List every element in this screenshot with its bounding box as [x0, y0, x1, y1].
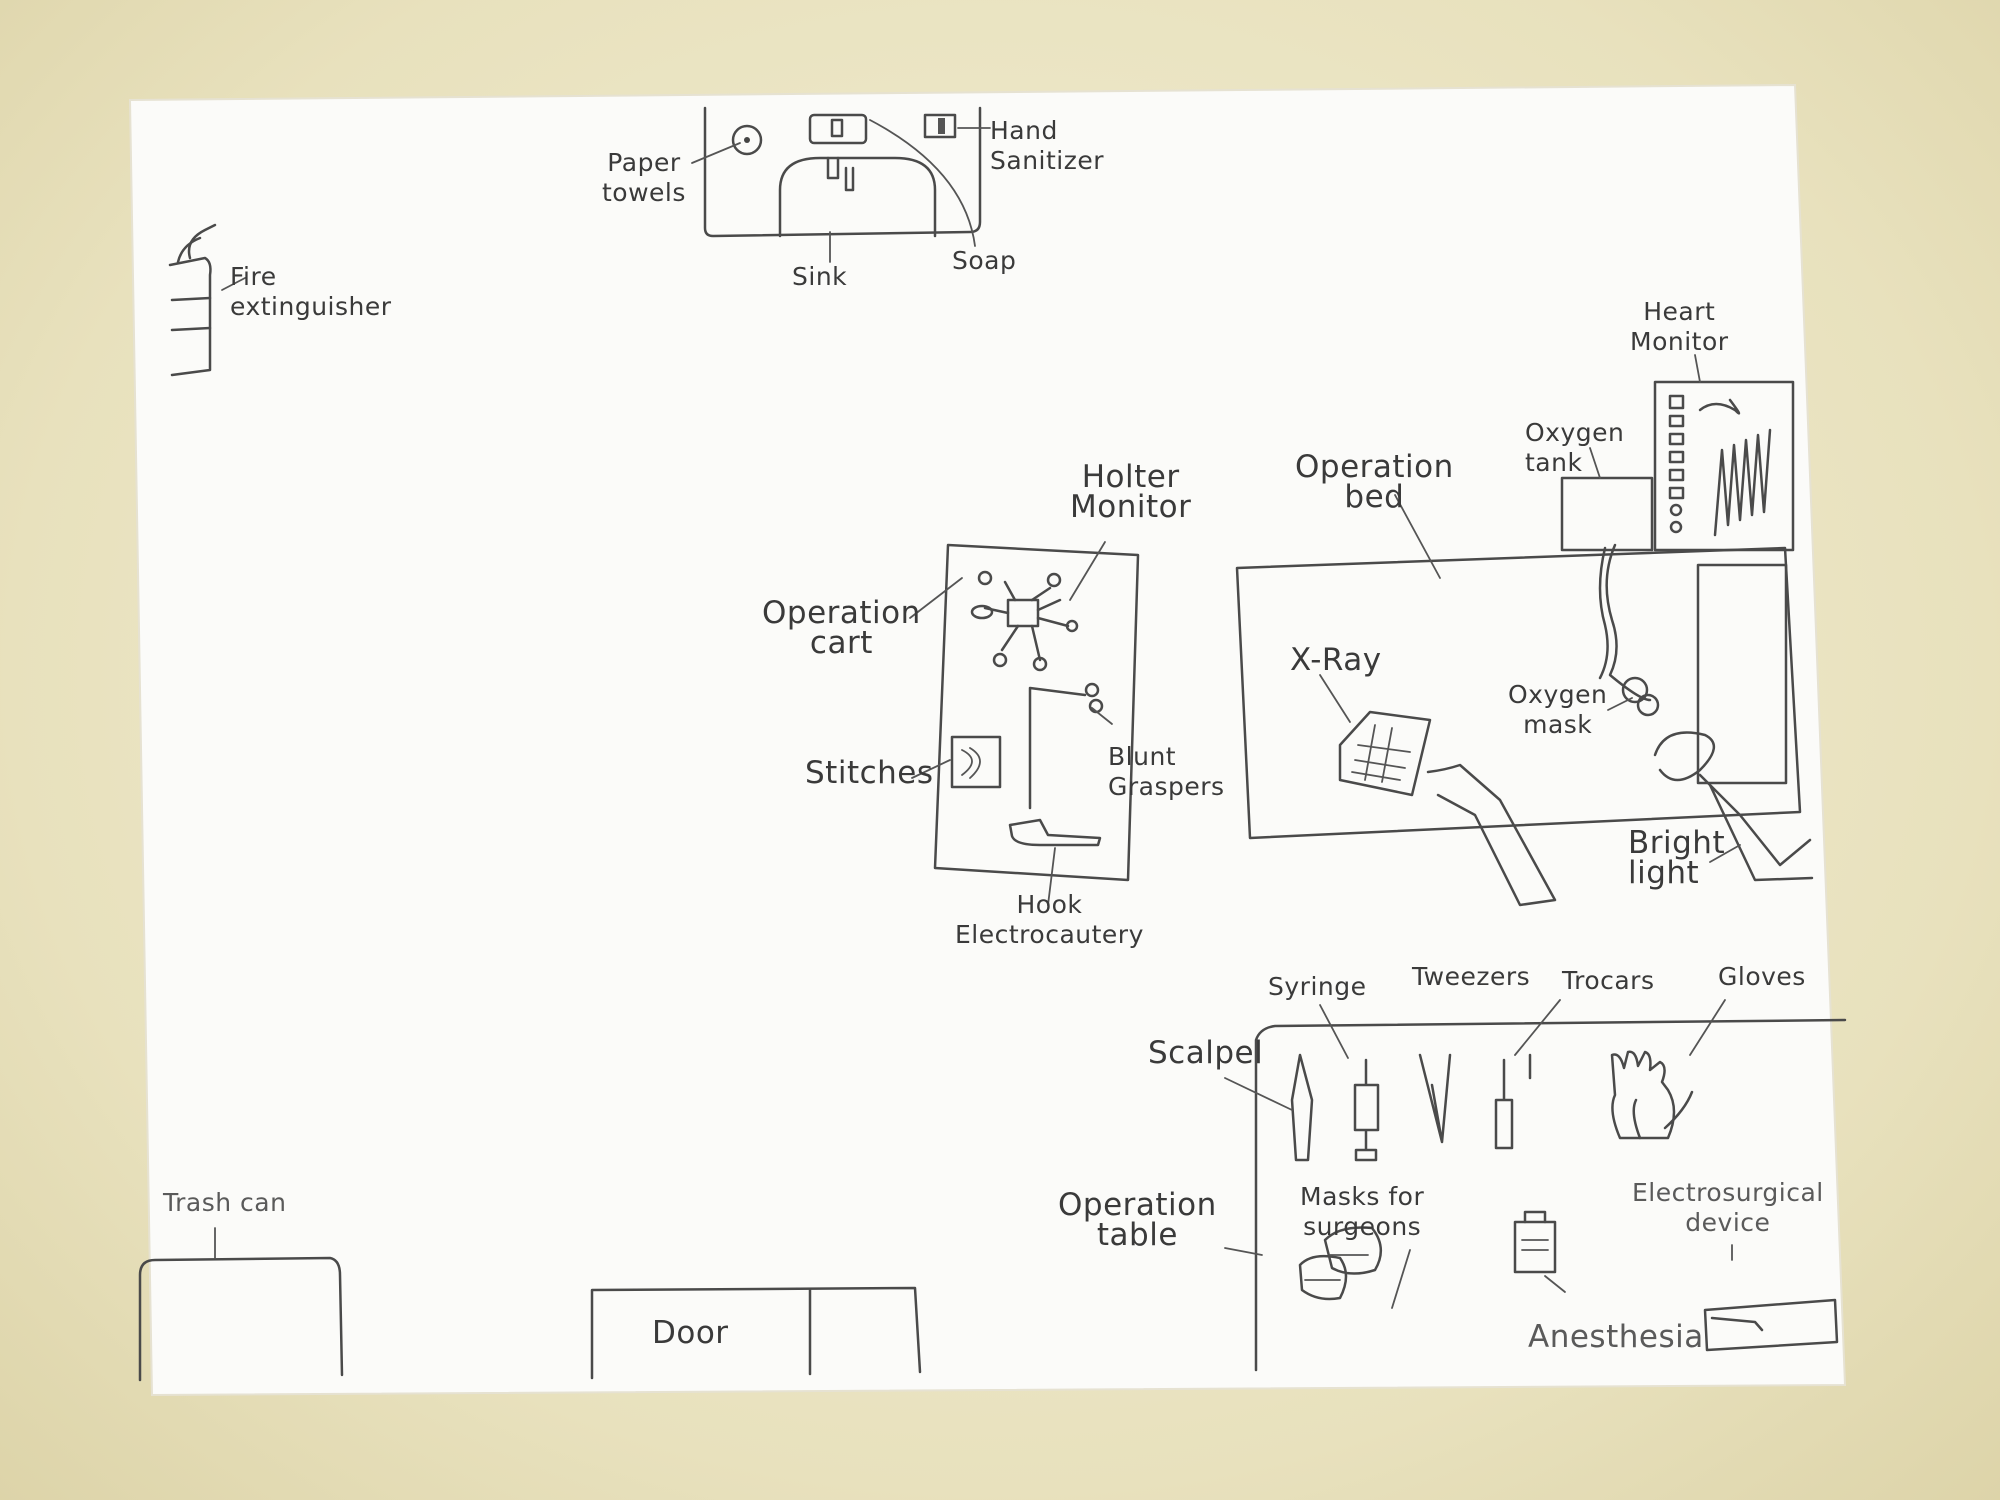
hand-sanitizer-box [923, 113, 957, 139]
label-stitches: Stitches [805, 755, 934, 791]
label-gloves: Gloves [1718, 962, 1806, 991]
sink-station-drawing [703, 106, 982, 238]
label-door: Door [652, 1315, 729, 1351]
label-operation-cart: Operation cart [762, 595, 921, 661]
blunt-graspers-tool [1028, 686, 1087, 810]
label-blunt-graspers: Blunt Graspers [1108, 742, 1225, 801]
paper-sheet [128, 83, 1847, 1397]
syringe-tool [1353, 1058, 1380, 1162]
electrosurgical-device-drawing [1703, 1298, 1839, 1352]
label-paper-towels: Paper towels [602, 148, 686, 207]
operation-bed-drawing [1235, 543, 1814, 907]
surgeon-masks-drawing [1298, 1226, 1382, 1301]
soap-dispenser [808, 113, 868, 145]
door-drawing [590, 1286, 922, 1380]
label-leader-lines [214, 119, 1741, 1309]
label-trash-can: Trash can [163, 1188, 287, 1217]
scalpel-tool [1290, 1053, 1314, 1162]
label-holter-monitor: Holter Monitor [1070, 459, 1192, 525]
stitches-pack [950, 735, 1002, 789]
label-bright-light: Bright light [1628, 825, 1726, 891]
label-syringe: Syringe [1268, 972, 1367, 1001]
label-hook-electrocautery: Hook Electrocautery [955, 890, 1144, 949]
operation-table-drawing [1254, 1018, 1847, 1372]
sink-basin [778, 156, 937, 238]
hook-electrocautery-tool [1008, 818, 1102, 847]
bright-light [1653, 731, 1715, 782]
label-tweezers: Tweezers [1412, 962, 1531, 991]
fire-extinguisher-drawing [168, 223, 217, 377]
label-anesthesia: Anesthesia [1528, 1319, 1704, 1355]
operation-cart-drawing [933, 543, 1140, 882]
label-heart-monitor: Heart Monitor [1630, 297, 1729, 356]
label-scalpel: Scalpel [1148, 1035, 1264, 1071]
label-x-ray: X-Ray [1290, 642, 1382, 678]
x-ray-machine [1338, 710, 1432, 797]
anesthesia-bottle [1513, 1220, 1557, 1274]
label-hand-sanitizer: Hand Sanitizer [990, 116, 1105, 175]
paper-towel-roll [731, 124, 763, 156]
label-oxygen-tank: Oxygen tank [1525, 418, 1625, 477]
label-operation-table: Operation table [1058, 1187, 1217, 1253]
label-trocars: Trocars [1562, 966, 1655, 995]
label-electrosurgical-device: Electrosurgical device [1632, 1178, 1824, 1237]
tweezers-tool [1418, 1053, 1452, 1144]
trash-can-drawing [138, 1256, 344, 1382]
label-sink: Sink [792, 262, 848, 291]
trocars-tool [1494, 1053, 1532, 1150]
label-fire-extinguisher: Fire extinguisher [230, 262, 392, 321]
gloves-drawing [1610, 1050, 1676, 1140]
label-masks-for-surgeons: Masks for surgeons [1300, 1182, 1425, 1241]
label-oxygen-mask: Oxygen mask [1508, 680, 1608, 739]
label-operation-bed: Operation bed [1295, 449, 1454, 515]
oxygen-tank-drawing [1560, 476, 1654, 552]
label-soap: Soap [952, 246, 1017, 275]
